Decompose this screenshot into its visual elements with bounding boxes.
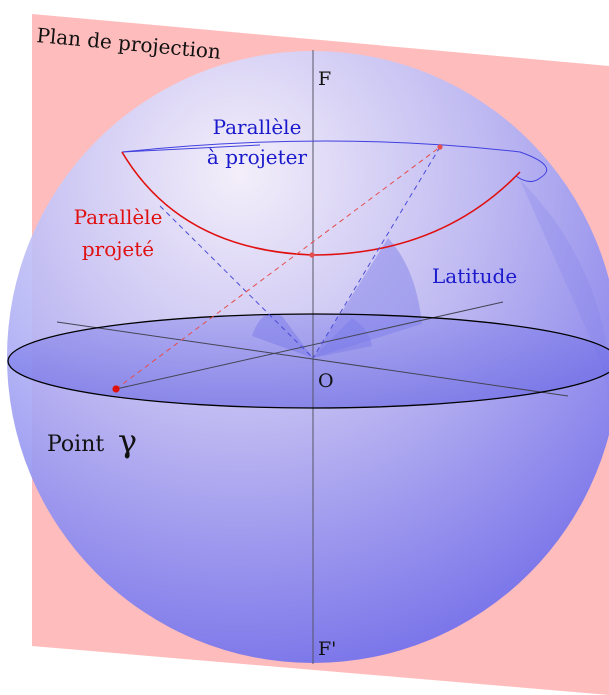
parallel-to-project-back — [121, 144, 261, 153]
point-gamma-marker — [112, 385, 120, 393]
center-label: O — [318, 370, 334, 392]
equator-diameter-2 — [115, 301, 504, 390]
sphere-back-rim — [520, 180, 609, 640]
projected-point-marker — [309, 252, 315, 258]
point-gamma-symbol: γ — [118, 422, 137, 460]
south-pole-label: F' — [318, 638, 336, 660]
point-gamma-label: Point — [47, 432, 104, 457]
parallel-to-project-label-line2: à projeter — [207, 145, 308, 169]
latitude-wedge-left — [252, 313, 313, 358]
parallel-point-marker — [437, 144, 443, 150]
projected-parallel-label-line1: Parallèle — [74, 205, 163, 229]
equatorial-plane — [8, 314, 609, 408]
parallel-to-project — [121, 140, 548, 182]
latitude-label: Latitude — [432, 264, 517, 288]
parallel-to-project-label-line1: Parallèle — [213, 115, 302, 139]
equator-diameter-1 — [56, 321, 569, 397]
equator — [7, 313, 609, 409]
latitude-wedge-right — [313, 238, 422, 358]
north-pole-label: F — [318, 68, 331, 90]
projection-line — [115, 146, 441, 390]
projected-parallel-label-line2: projeté — [82, 237, 154, 261]
